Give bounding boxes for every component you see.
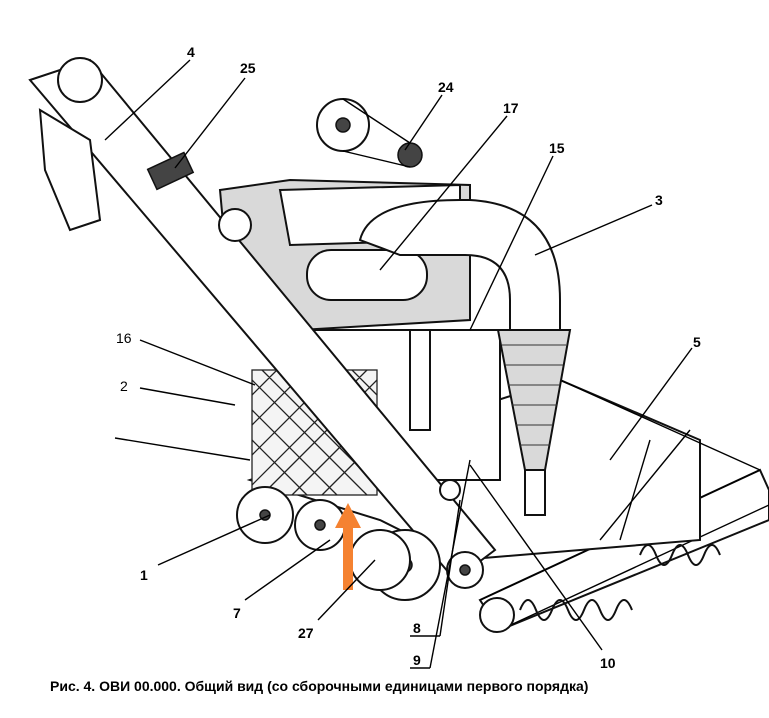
- callout-1: 1: [140, 567, 148, 583]
- callout-16: 16: [116, 330, 132, 346]
- wheels: [236, 486, 441, 601]
- leader-lines: [104, 59, 693, 669]
- callout-2: 2: [120, 378, 128, 394]
- callout-3: 3: [655, 192, 663, 208]
- air-duct: [358, 199, 561, 331]
- callout-27: 27: [298, 625, 314, 641]
- loading-direction-arrow: [335, 503, 361, 590]
- inspection-hatch: [306, 249, 428, 301]
- figure-caption: Рис. 4. ОВИ 00.000. Общий вид (со сбороч…: [50, 678, 589, 694]
- callout-7: 7: [233, 605, 241, 621]
- callout-8: 8: [413, 620, 421, 636]
- callout-25: 25: [240, 60, 256, 76]
- callout-17: 17: [503, 100, 519, 116]
- callout-15: 15: [549, 140, 565, 156]
- motor: [146, 151, 195, 191]
- callout-4: 4: [187, 44, 195, 60]
- callout-9: 9: [413, 652, 421, 668]
- callout-10: 10: [600, 655, 616, 671]
- callout-24: 24: [438, 79, 454, 95]
- callout-5: 5: [693, 334, 701, 350]
